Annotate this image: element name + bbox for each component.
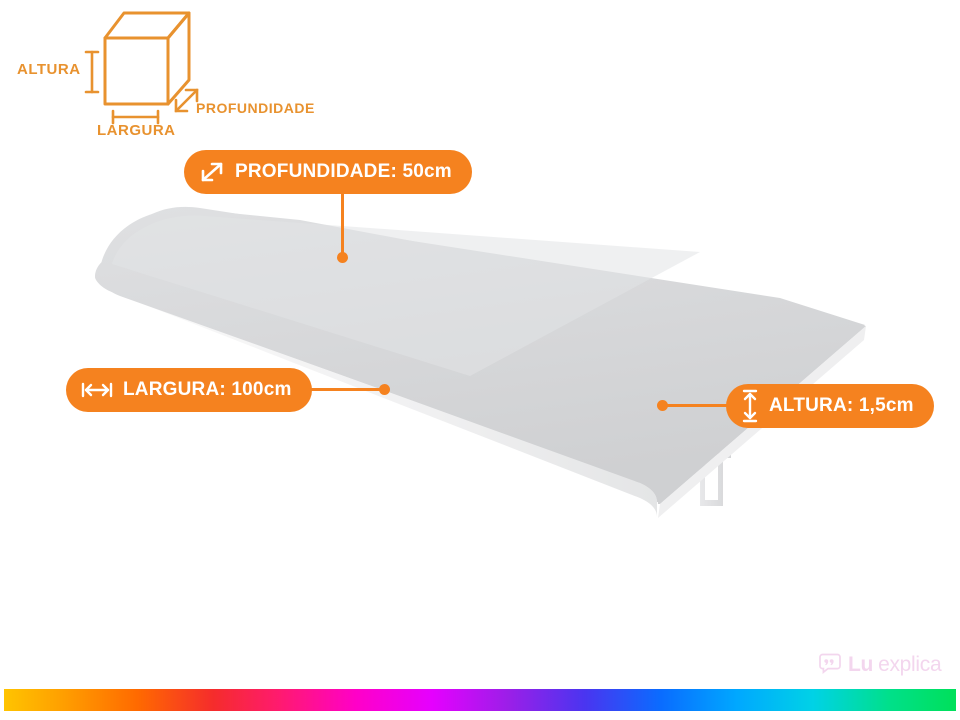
leader-dot-altura — [657, 400, 668, 411]
leader-line-profundidade — [341, 192, 344, 258]
logo-text-explica: explica — [878, 653, 942, 676]
cube-wireframe-icon — [84, 11, 199, 125]
leader-line-altura — [663, 404, 749, 407]
vertical-double-arrow-icon — [740, 388, 760, 424]
legend-label-altura: ALTURA — [17, 61, 81, 78]
callout-largura: LARGURA: 100cm — [66, 368, 312, 412]
speech-bubble-quote-icon — [818, 651, 842, 680]
callout-largura-label: LARGURA: 100cm — [123, 379, 292, 400]
diagonal-double-arrow-icon — [198, 159, 226, 185]
callout-altura: ALTURA: 1,5cm — [726, 384, 934, 428]
legend-label-largura: LARGURA — [97, 122, 176, 139]
lu-explica-logo: Lu explica — [818, 650, 942, 680]
callout-altura-label: ALTURA: 1,5cm — [769, 395, 914, 416]
legend-label-profundidade: PROFUNDIDADE — [196, 100, 315, 116]
shelf-board-3d — [95, 206, 867, 518]
leader-line-largura — [300, 388, 388, 391]
callout-profundidade: PROFUNDIDADE: 50cm — [184, 150, 472, 194]
dimension-legend: ALTURA LARGURA PROFUNDIDADE — [0, 0, 340, 150]
logo-text-lu: Lu — [848, 653, 874, 676]
leader-dot-largura — [379, 384, 390, 395]
callout-profundidade-label: PROFUNDIDADE: 50cm — [235, 161, 452, 182]
leader-dot-profundidade — [337, 252, 348, 263]
product-illustration — [0, 180, 960, 540]
rainbow-footer-bar — [4, 689, 956, 711]
horizontal-double-arrow-icon — [80, 380, 114, 400]
